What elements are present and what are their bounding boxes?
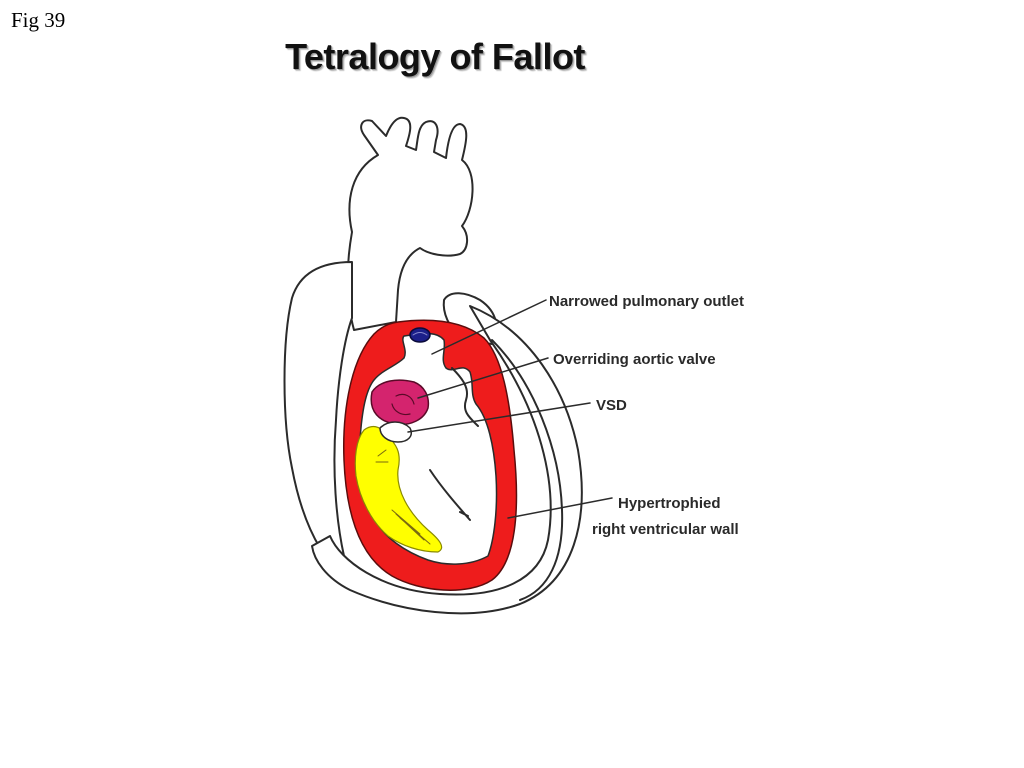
- heart-outer-outline: [311, 305, 583, 615]
- figure-number: Fig 39: [11, 8, 66, 32]
- page-title: Tetralogy of Fallot: [285, 36, 585, 77]
- label-narrowed-pulmonary-outlet: Narrowed pulmonary outlet: [549, 293, 744, 310]
- aortic-valve: [370, 379, 430, 426]
- aortic-valve-detail: [391, 393, 415, 416]
- label-hypertrophied: Hypertrophied: [618, 495, 721, 512]
- aortic-arch: [346, 116, 474, 331]
- label-vsd: VSD: [596, 397, 627, 414]
- pulmonary-valve: [409, 327, 431, 343]
- right-atrium: [283, 261, 353, 557]
- pulmonary-valve-detail: [412, 332, 428, 336]
- leader-overriding-aortic-valve: [417, 357, 549, 399]
- chordae-detail: [375, 449, 431, 545]
- leader-hypertrophied-wall: [507, 497, 613, 519]
- leader-narrowed-pulmonary-outlet: [431, 299, 547, 355]
- leader-vsd: [407, 402, 591, 433]
- label-right-ventricular-wall: right ventricular wall: [592, 521, 739, 538]
- inner-outline: [491, 339, 564, 601]
- vsd-opening: [379, 421, 412, 443]
- septal-line: [429, 469, 471, 521]
- label-overriding-aortic-valve: Overriding aortic valve: [553, 351, 716, 368]
